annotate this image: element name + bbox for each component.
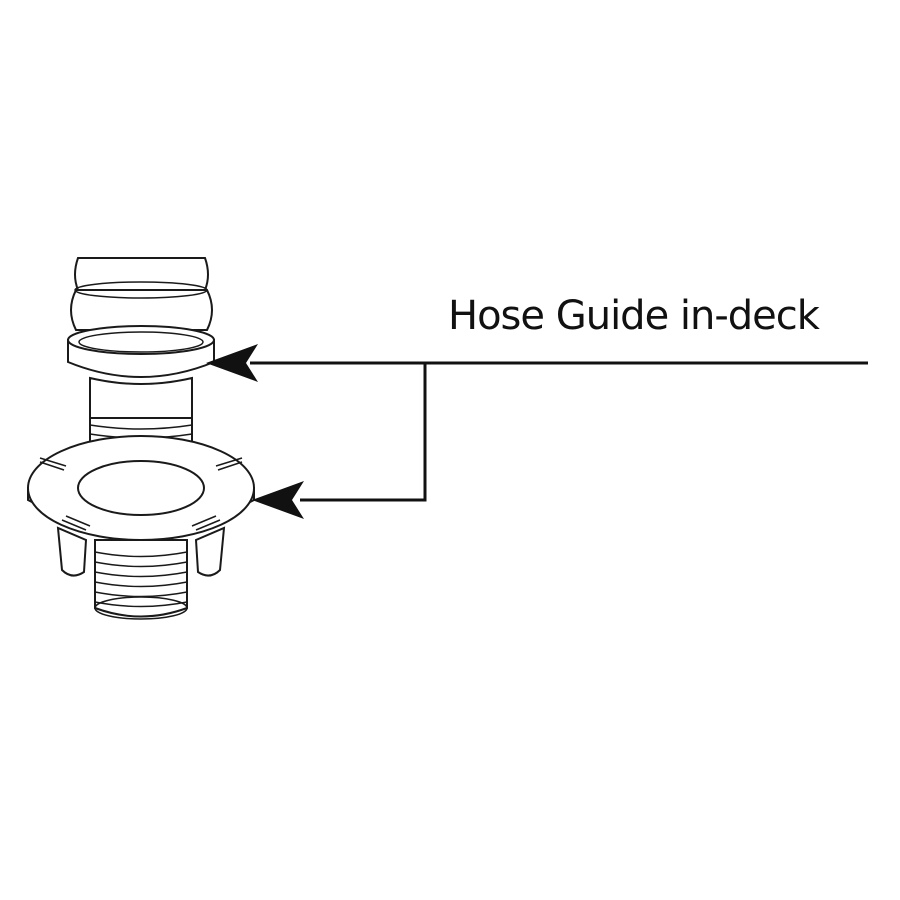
flange-clip-legs (56, 526, 226, 577)
hose-guide-deck-flange (27, 435, 255, 541)
callout-label: Hose Guide in-deck (448, 293, 820, 339)
lower-threaded-tail (94, 539, 188, 620)
hose-guide-collar (67, 325, 215, 378)
arrow-to-collar (206, 344, 258, 382)
callout-leader-lines (250, 361, 868, 502)
arrow-to-deck-flange (252, 481, 304, 519)
hose-upper-section (70, 257, 213, 331)
hose-guide-neck (89, 376, 193, 421)
